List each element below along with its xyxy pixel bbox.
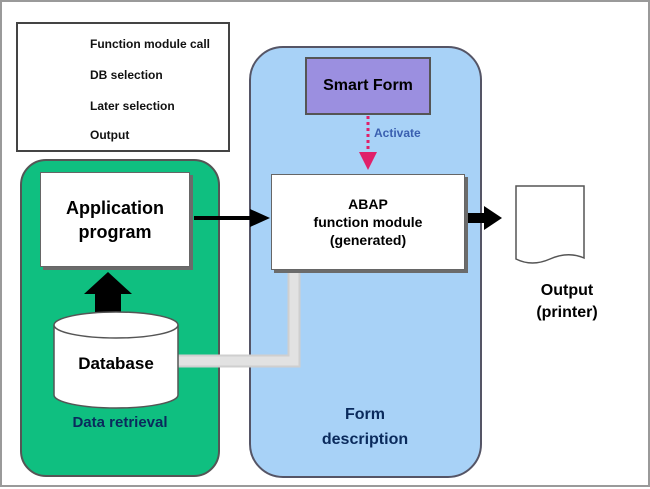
legend: Function module call DB selection Later … [16, 22, 230, 152]
abap-function-module-node: ABAP function module (generated) [271, 174, 465, 270]
output-arrow [468, 206, 502, 230]
database-label: Database [78, 354, 154, 373]
application-program-node: Application program [40, 172, 190, 267]
form-description-line1: Form [345, 406, 385, 423]
legend-output-label: Output [90, 128, 130, 142]
smart-form-node: Smart Form [305, 57, 431, 115]
database-cylinder [53, 311, 179, 409]
application-program-label-line2: program [78, 221, 152, 242]
activate-label: Activate [374, 126, 421, 140]
application-program-label-line1: Application [66, 197, 164, 218]
legend-db-selection-label: DB selection [90, 68, 163, 82]
legend-function-call-label: Function module call [90, 37, 211, 51]
later-selection-connector [178, 272, 301, 368]
smart-form-label: Smart Form [323, 77, 413, 94]
form-description-label: Form description [302, 402, 428, 452]
output-printer-label: Output (printer) [512, 280, 622, 324]
form-description-line2: description [321, 431, 409, 448]
abap-label-line2: function module [313, 214, 423, 230]
data-retrieval-label: Data retrieval [72, 414, 168, 431]
legend-later-selection-label: Later selection [90, 99, 175, 113]
output-label-line1: Output [540, 282, 594, 299]
function-call-arrow [194, 209, 270, 227]
activate-arrow [359, 116, 377, 170]
output-document-icon [515, 185, 585, 264]
abap-label-line3: (generated) [329, 232, 407, 248]
output-label-line2: (printer) [536, 304, 598, 321]
abap-label-line1: ABAP [348, 196, 388, 212]
